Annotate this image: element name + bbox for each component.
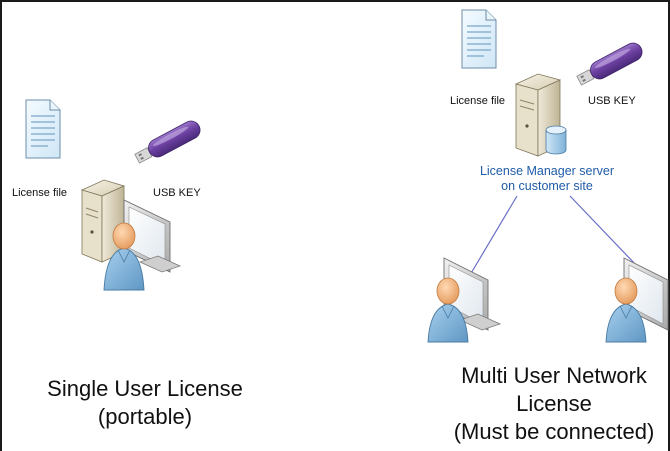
license-manager-server-label: License Manager server on customer site <box>462 164 632 194</box>
multi-user-caption-line3: (Must be connected) <box>453 419 655 444</box>
server-usb-key-label: USB KEY <box>588 95 636 107</box>
client-workstation-right-icon <box>605 257 669 343</box>
server-license-file-label: License file <box>450 95 506 107</box>
single-user-caption-line2: (portable) <box>97 404 193 429</box>
single-user-caption-line1: Single User License <box>47 376 243 401</box>
single-user-workstation-icon <box>80 179 182 291</box>
single-license-file-label: License file <box>12 187 68 199</box>
license-file-document-icon <box>25 99 61 159</box>
license-manager-server-label-line1: License Manager server <box>479 164 615 178</box>
server-usb-key-icon <box>576 42 643 86</box>
multi-user-caption: Multi User Network License (Must be conn… <box>440 362 668 446</box>
license-manager-server-label-line2: on customer site <box>501 179 593 193</box>
usb-key-icon <box>134 120 201 164</box>
network-connections <box>469 195 637 276</box>
connection-line-left <box>469 195 518 276</box>
single-user-caption: Single User License (portable) <box>20 375 270 431</box>
multi-user-caption-line2: License <box>516 391 592 416</box>
single-usb-key-label: USB KEY <box>153 187 201 199</box>
connection-line-right <box>569 195 637 266</box>
database-icon <box>545 125 567 155</box>
multi-user-caption-line1: Multi User Network <box>461 363 647 388</box>
license-manager-server-icon <box>514 73 567 157</box>
server-license-file-document-icon <box>461 9 497 69</box>
client-workstation-left-icon <box>427 257 502 343</box>
